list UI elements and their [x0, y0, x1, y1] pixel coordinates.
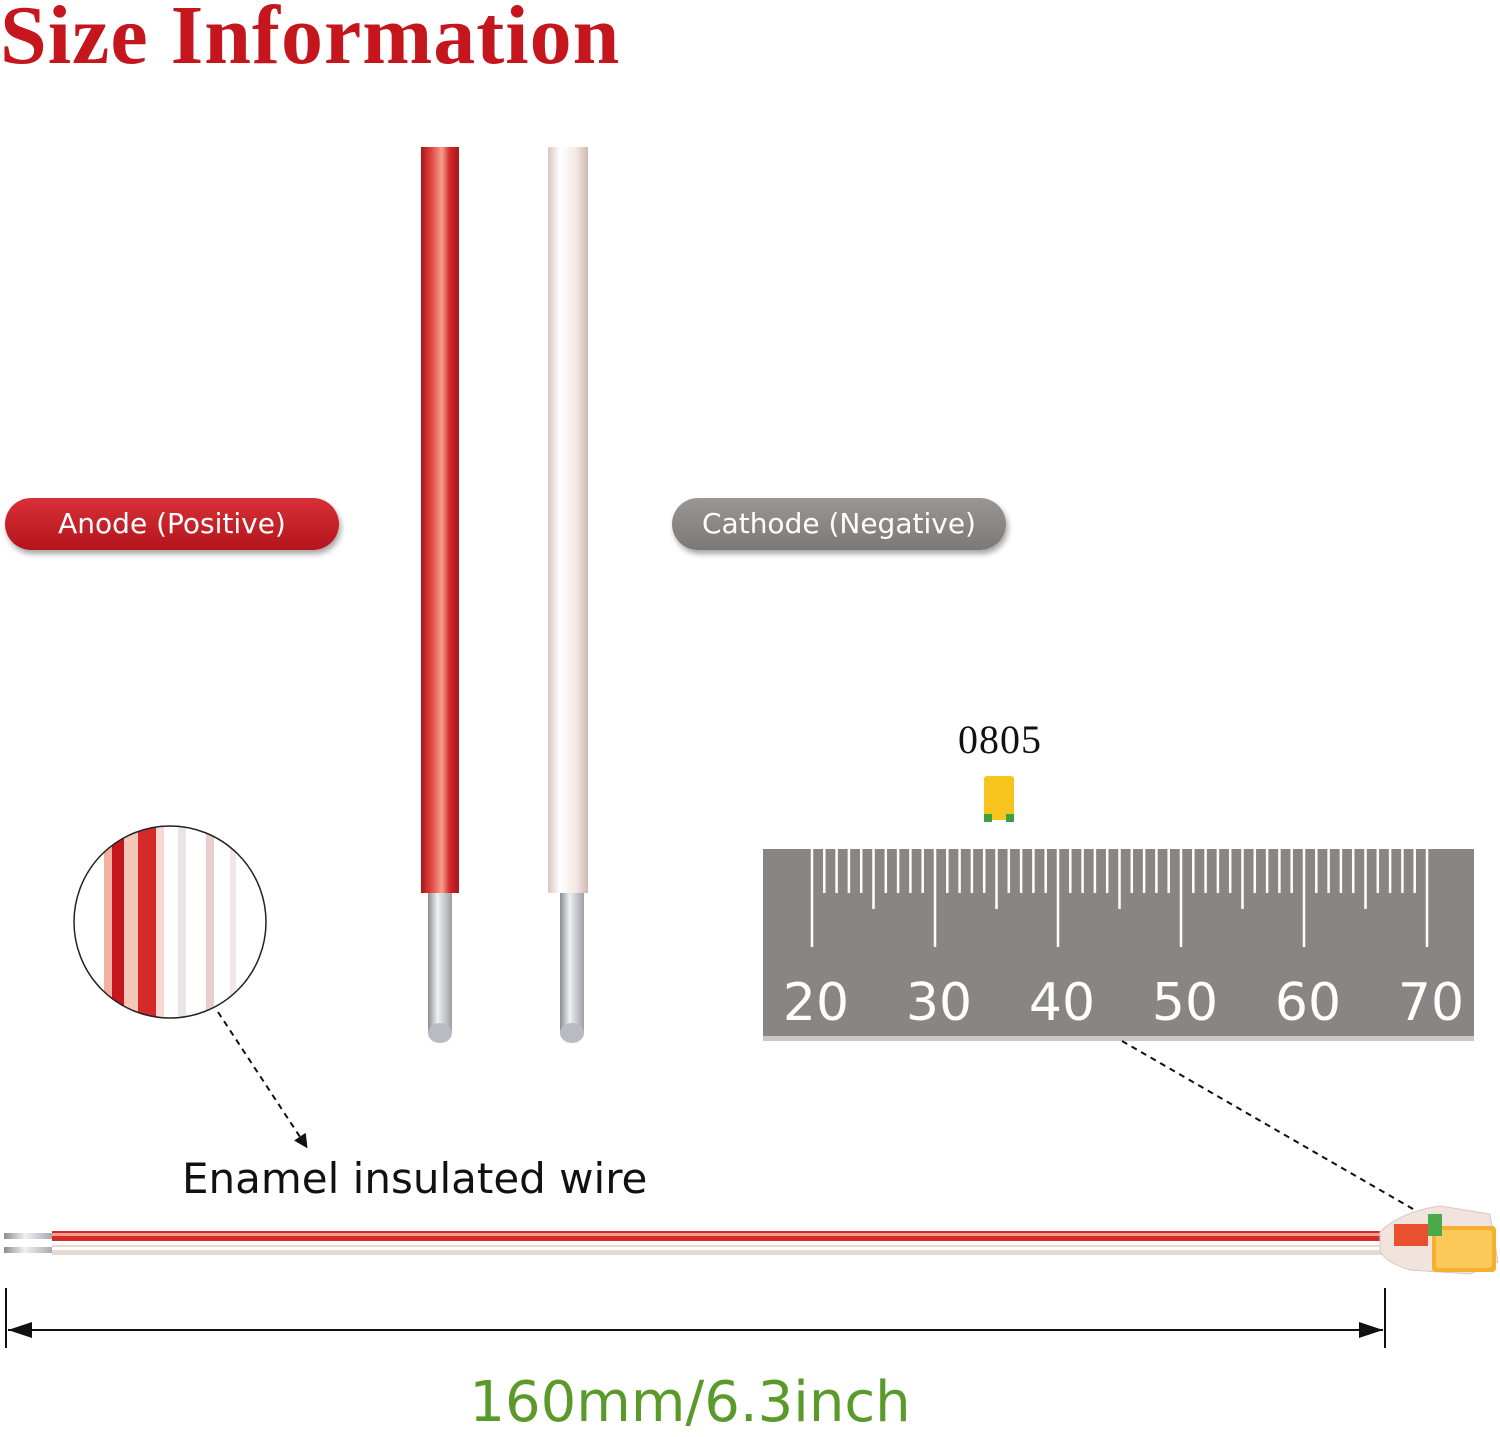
- anode-badge: Anode (Positive): [5, 498, 339, 550]
- ruler-number: 50: [1152, 973, 1218, 1033]
- led-0805-icon: [984, 776, 1014, 822]
- ruler-number: 60: [1275, 973, 1341, 1033]
- length-dimension: [5, 1288, 1386, 1348]
- wired-led: [1379, 1205, 1499, 1275]
- anode-wire-closeup: [421, 147, 459, 1043]
- cathode-wire-closeup: [548, 147, 588, 1043]
- ruler: 20 30 40 50 60 70: [763, 849, 1474, 1041]
- page-title: Size Information: [0, 0, 621, 82]
- ruler-number: 70: [1398, 973, 1464, 1033]
- ruler-callout-line: [1121, 1040, 1447, 1229]
- length-label: 160mm/6.3inch: [469, 1370, 911, 1435]
- ruler-numbers: 20 30 40 50 60 70: [783, 973, 1464, 1033]
- cathode-badge: Cathode (Negative): [672, 498, 1006, 550]
- ruler-number: 40: [1029, 973, 1095, 1033]
- ruler-number: 20: [783, 973, 849, 1033]
- ruler-ticks: [810, 849, 1429, 947]
- wire-type-label: Enamel insulated wire: [182, 1154, 648, 1203]
- full-wire: [4, 1231, 1392, 1255]
- led-size-label: 0805: [958, 717, 1042, 762]
- magnifier-circle: [73, 825, 267, 1019]
- callout-arrow: [217, 1011, 308, 1149]
- ruler-number: 30: [906, 973, 972, 1033]
